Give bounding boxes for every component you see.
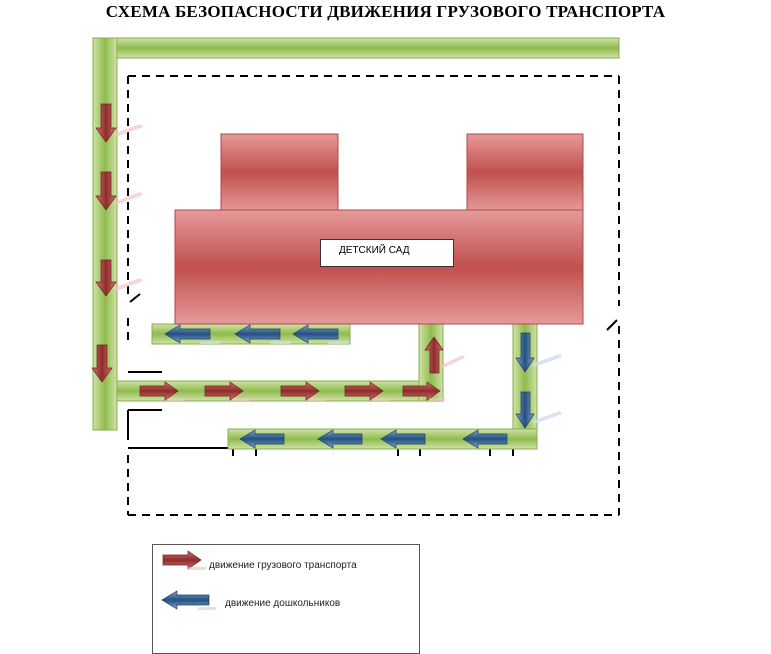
legend-children-label: движение дошкольников xyxy=(225,598,341,609)
children-arrow-down xyxy=(515,332,562,373)
freight-arrow-up xyxy=(424,336,465,374)
children-arrow-left xyxy=(380,429,426,449)
freight-arrow-down xyxy=(95,259,143,297)
children-arrow-left xyxy=(239,429,285,449)
freight-arrow-right xyxy=(344,381,391,401)
children-arrow-left xyxy=(317,429,363,449)
building-main xyxy=(174,209,584,325)
legend: движение грузового транспорта движение д… xyxy=(152,544,420,654)
freight-arrow-down xyxy=(95,171,143,211)
building-wing-right xyxy=(466,133,584,212)
road-top xyxy=(92,37,620,59)
legend-swatches xyxy=(161,550,217,610)
children-arrow-left xyxy=(292,324,350,344)
legend-freight-arrow-icon xyxy=(162,550,207,570)
freight-arrow-right xyxy=(402,381,446,401)
freight-arrows xyxy=(91,103,465,401)
legend-freight-label: движение грузового транспорта xyxy=(209,560,357,571)
children-arrow-left xyxy=(164,324,222,344)
freight-arrow-down xyxy=(95,103,143,143)
building-wing-left xyxy=(220,133,339,212)
freight-arrow-right xyxy=(139,381,186,401)
page-title: СХЕМА БЕЗОПАСНОСТИ ДВИЖЕНИЯ ГРУЗОВОГО ТР… xyxy=(105,2,666,21)
territory-fence xyxy=(127,75,620,516)
children-arrow-left xyxy=(234,324,292,344)
legend-children-arrow-icon xyxy=(161,590,217,610)
building-label: ДЕТСКИЙ САД xyxy=(320,239,454,267)
freight-arrow-down xyxy=(91,344,113,383)
children-arrows xyxy=(164,324,562,449)
children-arrow-left xyxy=(462,429,508,449)
freight-arrow-right xyxy=(204,381,251,401)
freight-arrow-right xyxy=(280,381,327,401)
children-arrow-down xyxy=(515,391,562,429)
kindergarten-building xyxy=(174,133,584,325)
